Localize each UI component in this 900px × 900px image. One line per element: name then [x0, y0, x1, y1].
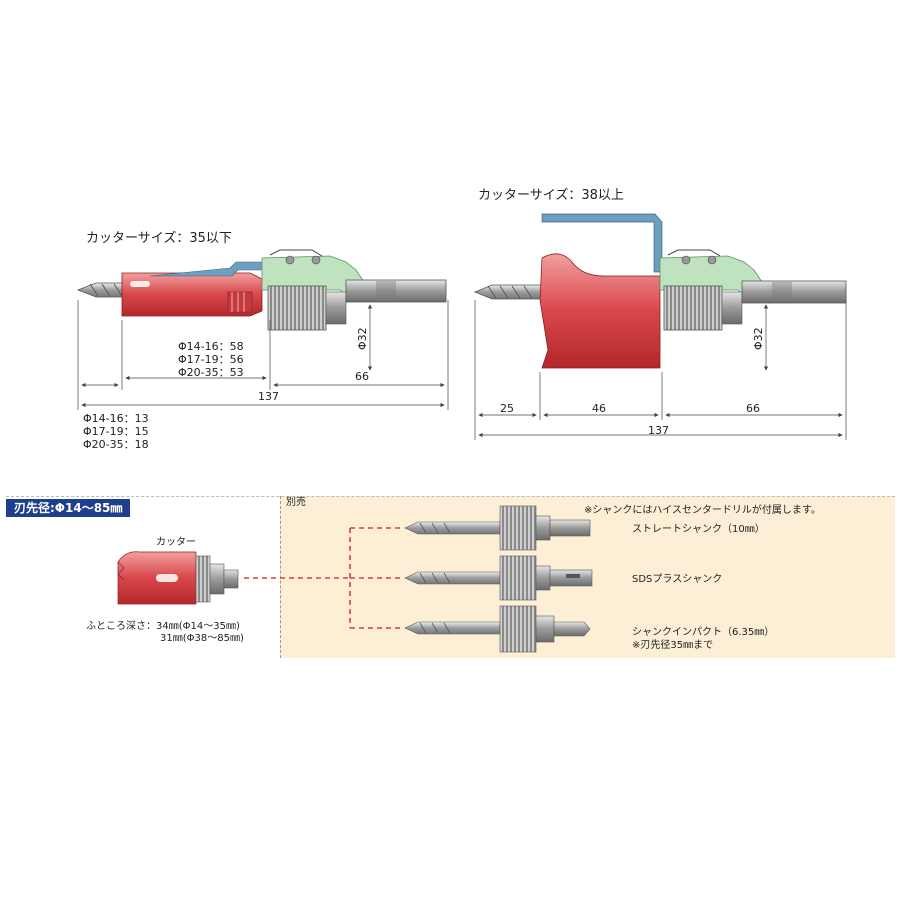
tip-length-3: Φ20-35：18 — [83, 438, 149, 451]
dim-137-right: 137 — [648, 424, 669, 437]
dim-phi32-left: Φ32 — [356, 327, 369, 350]
inner-depth-2: Φ17-19：56 — [178, 353, 244, 366]
cutter-illustration — [117, 551, 239, 605]
drill-bit-right — [473, 284, 546, 300]
impact-shank-label: シャンクインパクト（6.35㎜） — [632, 627, 775, 638]
small-cutter-title: カッターサイズ：35以下 — [86, 231, 232, 246]
dimensions-right — [474, 300, 847, 440]
tip-length-1: Φ14-16：13 — [83, 412, 149, 425]
depth-line-2: 31㎜(Φ38〜85㎜) — [160, 633, 244, 644]
dim-66-right: 66 — [746, 402, 760, 415]
separate-sale-label: 別売 — [286, 497, 306, 508]
shank-right — [741, 280, 847, 304]
dim-137-left: 137 — [258, 390, 279, 403]
small-cutter-drawing — [76, 249, 447, 331]
inner-depth-3: Φ20-35：53 — [178, 366, 244, 379]
cutter-body-left — [121, 272, 263, 317]
panel-divider — [280, 496, 281, 658]
drill-bit-left — [76, 282, 131, 298]
sds-shank-illustration — [404, 555, 593, 601]
tip-length-2: Φ17-19：15 — [83, 425, 149, 438]
impact-shank-illustration — [404, 605, 591, 653]
shank-left — [345, 279, 447, 303]
dimensions-left — [77, 300, 449, 410]
sds-shank-label: SDSプラスシャンク — [632, 574, 723, 585]
cutter-label: カッター — [156, 537, 196, 548]
blade-diameter-badge: 刃先径:Φ14〜85㎜ — [6, 499, 131, 517]
straight-shank-illustration — [404, 505, 591, 551]
inner-depth-1: Φ14-16：58 — [178, 340, 244, 353]
grip-left — [267, 285, 327, 331]
dim-phi32-right: Φ32 — [752, 327, 765, 350]
straight-shank-label: ストレートシャンク（10㎜） — [632, 524, 765, 535]
large-cutter-drawing — [473, 213, 847, 369]
dim-66-left: 66 — [355, 370, 369, 383]
included-drill-note: ※シャンクにはハイスセンタードリルが付属します。 — [584, 505, 821, 516]
impact-shank-note: ※刃先径35㎜まで — [632, 640, 714, 651]
connector-lines — [244, 527, 400, 629]
depth-line-1: ふところ深さ：34㎜(Φ14〜35㎜) — [86, 621, 240, 632]
lock-part-right — [541, 213, 663, 273]
dim-25: 25 — [500, 402, 514, 415]
grip-right — [663, 285, 723, 331]
cutter-body-right — [539, 253, 661, 369]
panel-top-border — [6, 496, 895, 497]
large-cutter-title: カッターサイズ：38以上 — [478, 188, 624, 203]
dim-46: 46 — [592, 402, 606, 415]
